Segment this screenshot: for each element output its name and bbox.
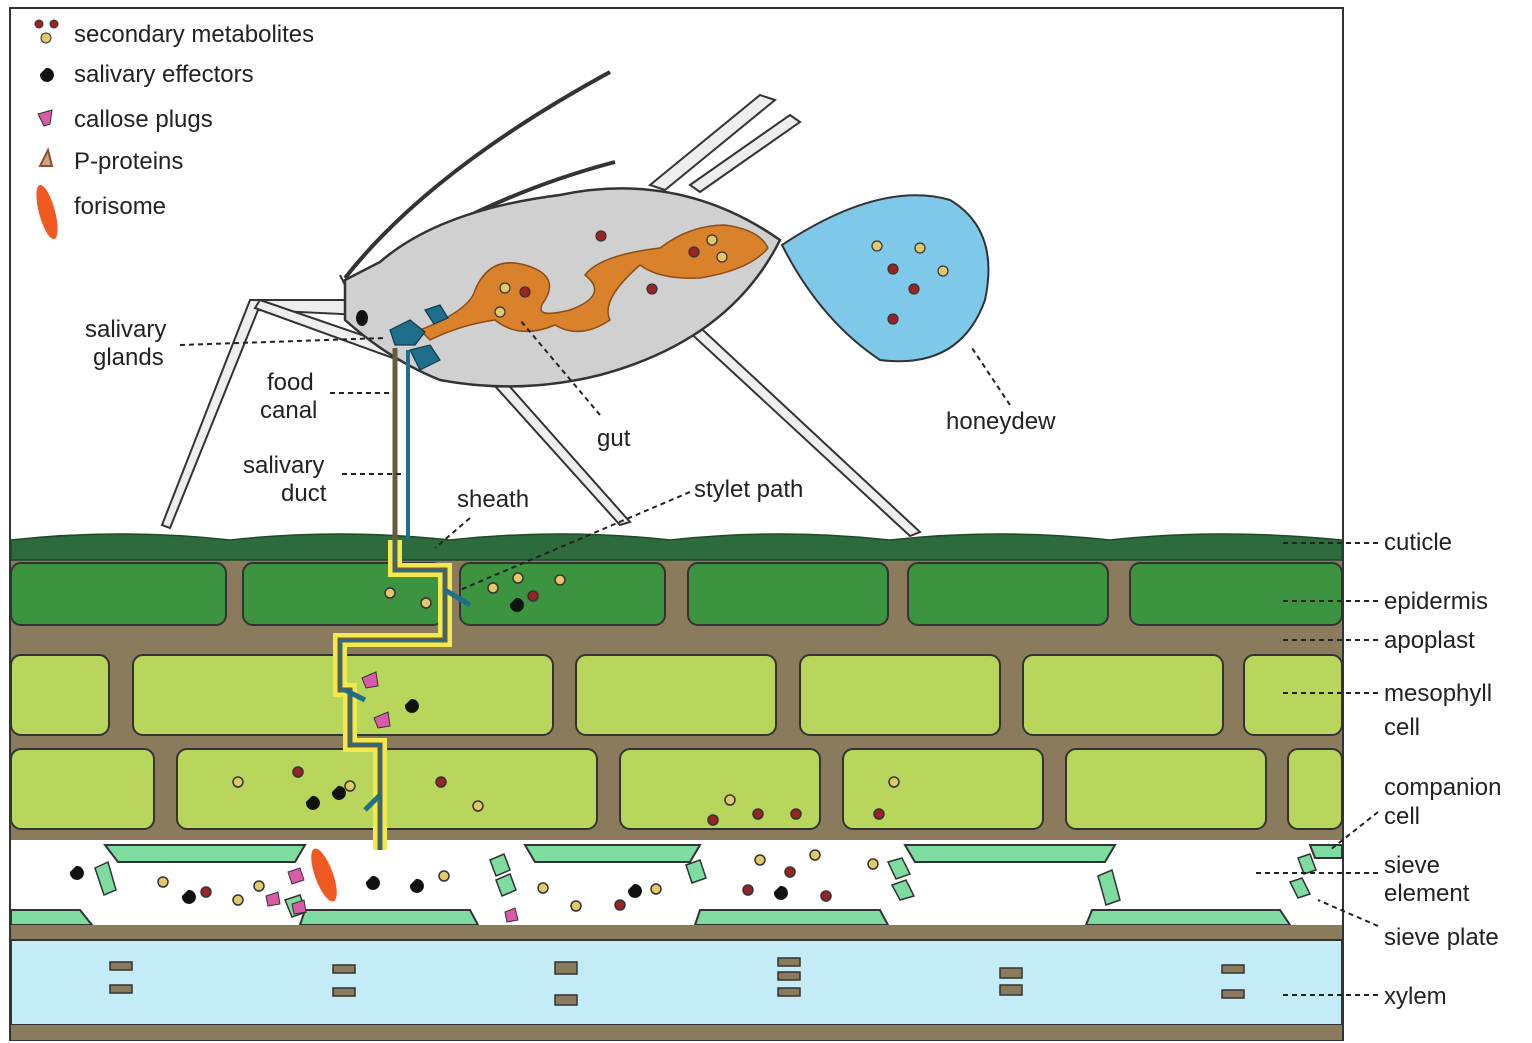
- salivary-glands-label-line2: glands: [93, 344, 164, 371]
- salivary-glands-label-line1: salivary: [85, 316, 166, 343]
- stylet-path-label: stylet path: [694, 476, 803, 503]
- salivary-duct-label-line1: salivary: [243, 452, 324, 479]
- xylem-vessel: [11, 940, 1342, 1025]
- epidermis-label: epidermis: [1384, 588, 1488, 615]
- legend-label-3: P-proteins: [74, 148, 183, 175]
- mesophyll-cells-row-1: [11, 655, 1342, 735]
- legend-label-2: callose plugs: [74, 106, 213, 133]
- companion-label-line1: companion: [1384, 774, 1501, 801]
- xylem-label: xylem: [1384, 983, 1447, 1010]
- legend-label-1: salivary effectors: [74, 61, 254, 88]
- mesophyll-label-line1: mesophyll: [1384, 680, 1492, 707]
- food-canal-label-line1: food: [267, 369, 314, 396]
- companion-label-line2: cell: [1384, 803, 1420, 830]
- sieve-element-label-line2: element: [1384, 880, 1470, 907]
- legend-label-0: secondary metabolites: [74, 21, 314, 48]
- salivary-duct-label-line2: duct: [281, 480, 327, 507]
- aphid-eye: [356, 310, 368, 326]
- sheath-label: sheath: [457, 486, 529, 513]
- sieve-element-label-line1: sieve: [1384, 852, 1440, 879]
- gut-label: gut: [597, 425, 631, 452]
- mesophyll-cells-row-2: [11, 749, 1342, 829]
- apoplast-label: apoplast: [1384, 627, 1475, 654]
- legend-label-4: forisome: [74, 193, 166, 220]
- honeydew-label: honeydew: [946, 408, 1056, 435]
- mesophyll-label-line2: cell: [1384, 714, 1420, 741]
- phloem-xylem-wall: [11, 925, 1342, 941]
- sieve-plate-label: sieve plate: [1384, 924, 1499, 951]
- cuticle-label: cuticle: [1384, 529, 1452, 556]
- xylem-bottom-wall: [11, 1025, 1342, 1040]
- food-canal-label-line2: canal: [260, 397, 317, 424]
